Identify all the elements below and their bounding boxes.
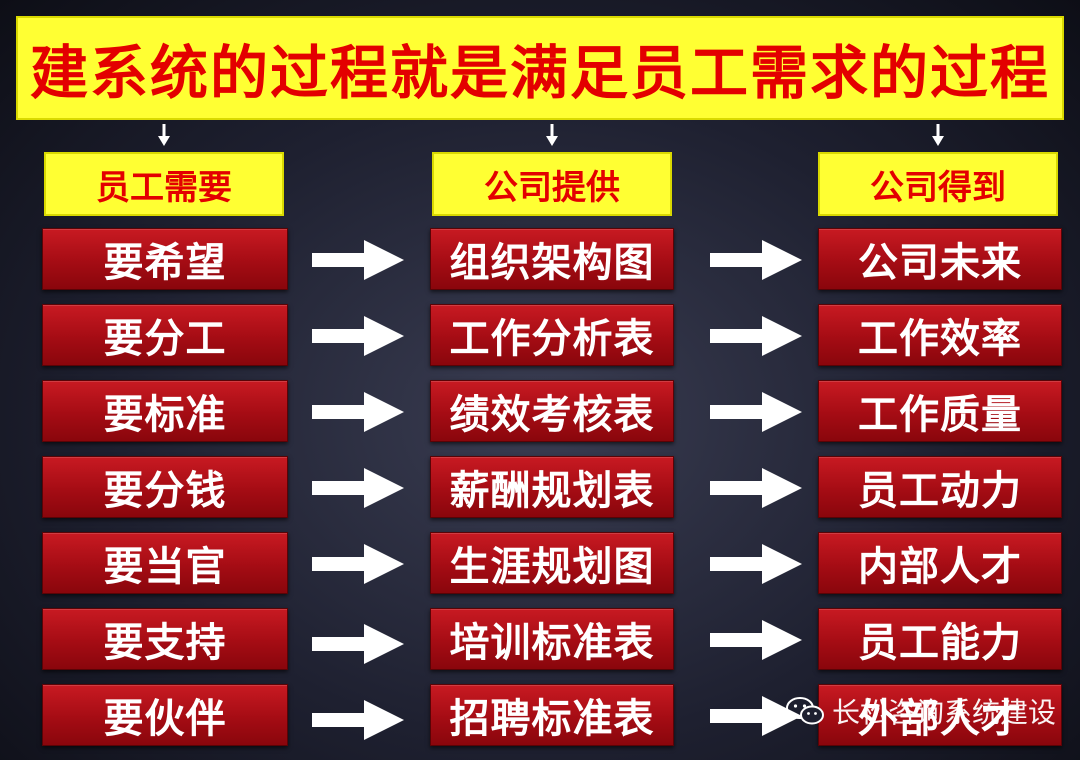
- need-label: 要希望: [103, 240, 227, 286]
- watermark: 长松咨询系统建设: [786, 690, 1056, 732]
- right-arrow-icon: [710, 696, 802, 736]
- gain-label: 工作质量: [858, 392, 1022, 438]
- need-box: 要支持: [42, 608, 288, 670]
- need-box: 要伙伴: [42, 684, 288, 746]
- provide-label: 招聘标准表: [449, 696, 655, 742]
- gain-label: 员工动力: [858, 468, 1022, 514]
- gain-label: 工作效率: [858, 316, 1022, 362]
- provide-box: 薪酬规划表: [430, 456, 674, 518]
- header-label: 员工需要: [96, 167, 232, 208]
- right-arrow-icon: [710, 316, 802, 356]
- provide-label: 工作分析表: [449, 316, 655, 362]
- gain-box: 员工动力: [818, 456, 1062, 518]
- need-label: 要当官: [103, 544, 227, 590]
- right-arrow-icon: [312, 700, 404, 740]
- header-label: 公司得到: [870, 167, 1006, 208]
- need-label: 要支持: [103, 620, 227, 666]
- right-arrow-icon: [312, 624, 404, 664]
- gain-box: 工作质量: [818, 380, 1062, 442]
- provide-label: 绩效考核表: [449, 392, 655, 438]
- gain-box: 员工能力: [818, 608, 1062, 670]
- provide-box: 组织架构图: [430, 228, 674, 290]
- provide-box: 绩效考核表: [430, 380, 674, 442]
- gain-label: 员工能力: [858, 620, 1022, 666]
- title-banner: 建系统的过程就是满足员工需求的过程: [16, 16, 1064, 120]
- need-box: 要分工: [42, 304, 288, 366]
- need-box: 要希望: [42, 228, 288, 290]
- need-label: 要伙伴: [103, 696, 227, 742]
- gain-label: 公司未来: [858, 240, 1022, 286]
- need-label: 要分工: [103, 316, 227, 362]
- down-arrow-icon: [932, 124, 944, 146]
- need-label: 要分钱: [103, 468, 227, 514]
- column-header-company-gains: 公司得到: [818, 152, 1058, 216]
- provide-label: 培训标准表: [449, 620, 655, 666]
- gain-box: 内部人才: [818, 532, 1062, 594]
- right-arrow-icon: [710, 392, 802, 432]
- need-label: 要标准: [103, 392, 227, 438]
- gain-box: 工作效率: [818, 304, 1062, 366]
- right-arrow-icon: [312, 392, 404, 432]
- down-arrow-icon: [158, 124, 170, 146]
- right-arrow-icon: [710, 240, 802, 280]
- provide-label: 生涯规划图: [449, 544, 655, 590]
- gain-box: 外部人才: [818, 684, 1062, 746]
- right-arrow-icon: [312, 468, 404, 508]
- column-header-employee-needs: 员工需要: [44, 152, 284, 216]
- gain-label: 外部人才: [858, 696, 1022, 742]
- gain-box: 公司未来: [818, 228, 1062, 290]
- down-arrow-icon: [546, 124, 558, 146]
- right-arrow-icon: [312, 316, 404, 356]
- provide-box: 生涯规划图: [430, 532, 674, 594]
- right-arrow-icon: [312, 544, 404, 584]
- provide-box: 工作分析表: [430, 304, 674, 366]
- provide-label: 薪酬规划表: [449, 468, 655, 514]
- right-arrow-icon: [710, 620, 802, 660]
- column-header-company-provides: 公司提供: [432, 152, 672, 216]
- wechat-icon: [786, 696, 824, 726]
- gain-label: 内部人才: [858, 544, 1022, 590]
- need-box: 要当官: [42, 532, 288, 594]
- provide-box: 培训标准表: [430, 608, 674, 670]
- right-arrow-icon: [710, 468, 802, 508]
- right-arrow-icon: [710, 544, 802, 584]
- header-label: 公司提供: [484, 167, 620, 208]
- watermark-text: 长松咨询系统建设: [832, 696, 1057, 729]
- need-box: 要分钱: [42, 456, 288, 518]
- page-title: 建系统的过程就是满足员工需求的过程: [29, 39, 1050, 107]
- right-arrow-icon: [312, 240, 404, 280]
- provide-box: 招聘标准表: [430, 684, 674, 746]
- provide-label: 组织架构图: [449, 240, 655, 286]
- need-box: 要标准: [42, 380, 288, 442]
